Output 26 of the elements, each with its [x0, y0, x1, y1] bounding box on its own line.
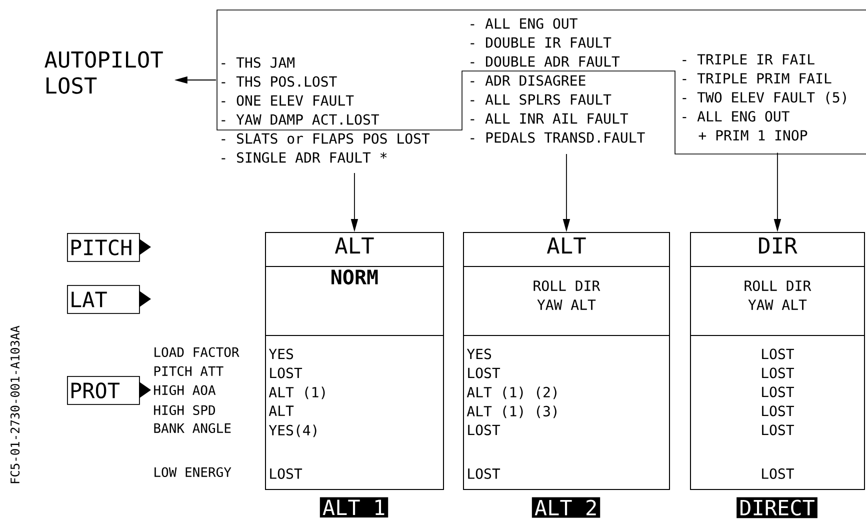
lateral-law-cell: ROLL DIR YAW ALT [690, 266, 865, 336]
mode-banner: DIRECT [736, 497, 818, 518]
mode-tag: LAT [67, 285, 151, 314]
mode-banner: ALT 1 [320, 497, 388, 518]
protection-cell: YES LOST ALT (1) ALT YES(4) LOST [265, 335, 444, 490]
row-label: BANK ANGLE [154, 423, 231, 434]
failure-list: - THS JAM - THS POS.LOST - ONE ELEV FAULT - YAW DAMP ACT.LOST - SLATS or FLAPS POS LOST - SINGLE ADR FAULT * [222, 57, 430, 163]
protection-cell: YES LOST ALT (1) (2) ALT (1) (3) LOST LOST [463, 335, 670, 490]
protection-cell: LOST LOST LOST LOST LOST LOST [690, 335, 865, 490]
lateral-law-cell: ROLL DIR YAW ALT [463, 266, 670, 336]
failure-list: - TRIPLE IR FAIL - TRIPLE PRIM FAIL - TWO ELEV FAULT (5) - ALL ENG OUT + PRIM 1 INOP [682, 54, 846, 141]
row-label: PITCH ATT [154, 366, 224, 376]
lateral-law-cell: NORM [265, 266, 444, 336]
status-text: AUTOPILOT LOST [44, 51, 163, 94]
mode-tag: PROT [67, 376, 151, 405]
pitch-law-cell: ALT [265, 232, 444, 267]
drawing-code: FC5-01-2730-001-A103AA [10, 326, 20, 484]
row-label: HIGH SPD [154, 405, 216, 416]
pitch-law-cell: ALT [463, 232, 670, 267]
failure-list: - ALL ENG OUT - DOUBLE IR FAULT - DOUBLE ADR FAULT - ADR DISAGREE - ALL SPLRS FAULT - ALL INR AIL FAULT - PEDALS TRANSD.FAULT [470, 18, 645, 143]
pitch-law-cell: DIR [690, 232, 865, 267]
mode-banner: ALT 2 [532, 497, 600, 518]
row-label: HIGH AOA [154, 385, 216, 396]
row-label: LOAD FACTOR [154, 347, 240, 358]
mode-tag: PITCH [67, 233, 151, 262]
row-label: LOW ENERGY [154, 467, 232, 478]
